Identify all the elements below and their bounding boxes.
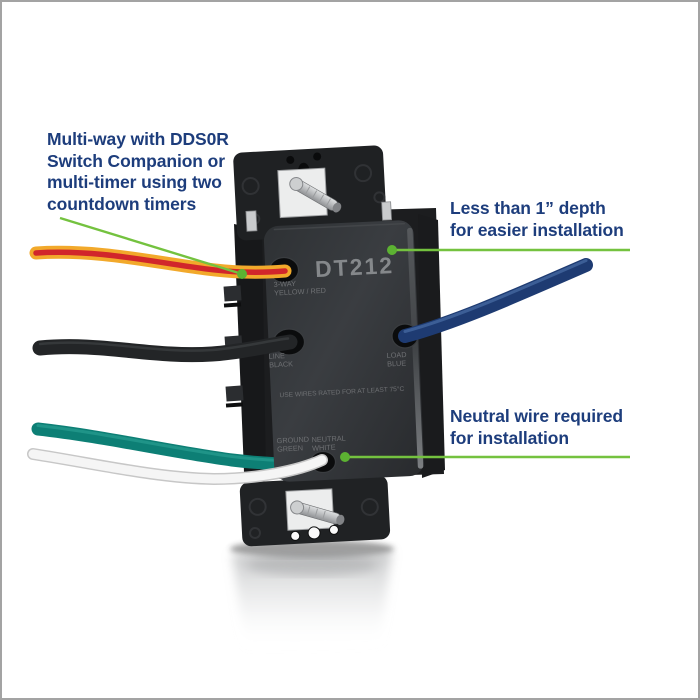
callout-line: multi-timer using two xyxy=(47,172,222,192)
svg-text:LOAD: LOAD xyxy=(386,350,406,360)
device-module xyxy=(263,220,425,482)
svg-text:YELLOW / RED: YELLOW / RED xyxy=(274,286,326,298)
callout-line: for installation xyxy=(450,427,569,448)
callout-leaders xyxy=(59,216,630,462)
wire-3way-yellow-red xyxy=(29,245,292,279)
terminal-label-ground: GROUND GREEN xyxy=(276,435,309,454)
callout-line: Neutral wire required xyxy=(450,406,623,426)
leader-dot-multiway xyxy=(237,269,247,279)
svg-text:NEUTRAL: NEUTRAL xyxy=(311,433,345,444)
terminal-label-load: LOAD BLUE xyxy=(386,350,407,369)
svg-text:BLACK: BLACK xyxy=(269,359,293,369)
leader-dot-neutral xyxy=(340,452,350,462)
model-label: DT212 xyxy=(314,252,394,282)
callout-line: Less than 1” depth xyxy=(450,198,606,218)
wire-neutral-white xyxy=(27,448,328,486)
wire-ground-green xyxy=(31,422,300,471)
callout-line: Switch Companion or xyxy=(47,150,225,171)
wire-line-black xyxy=(32,334,298,363)
svg-text:3-WAY: 3-WAY xyxy=(273,279,296,289)
callout-line: for easier installation xyxy=(450,219,624,240)
leader-dot-depth xyxy=(387,245,397,255)
terminal-label-line: LINE BLACK xyxy=(268,351,293,369)
callout-line: countdown timers xyxy=(47,193,197,214)
svg-text:GREEN: GREEN xyxy=(277,443,303,453)
callout-multiway-text: Multi-way with DDS0R Switch Companion or… xyxy=(47,129,229,215)
terminal-label-3way: 3-WAY YELLOW / RED xyxy=(273,279,326,298)
callout-depth-text: Less than 1” depth for easier installati… xyxy=(450,198,624,241)
leader-line-multiway xyxy=(59,216,243,276)
svg-text:BLUE: BLUE xyxy=(387,358,407,368)
svg-text:GROUND: GROUND xyxy=(276,435,309,446)
floor-reflection xyxy=(230,540,394,649)
svg-text:WHITE: WHITE xyxy=(312,443,336,453)
terminal-label-neutral: NEUTRAL WHITE xyxy=(311,433,345,453)
wire-load-blue xyxy=(398,258,593,343)
mounting-screw-top xyxy=(289,177,342,213)
mounting-screw-bottom xyxy=(290,500,345,525)
callout-line: Multi-way with DDS0R xyxy=(47,129,229,149)
callout-neutral-text: Neutral wire required for installation xyxy=(450,406,623,449)
svg-text:LINE: LINE xyxy=(268,351,285,361)
